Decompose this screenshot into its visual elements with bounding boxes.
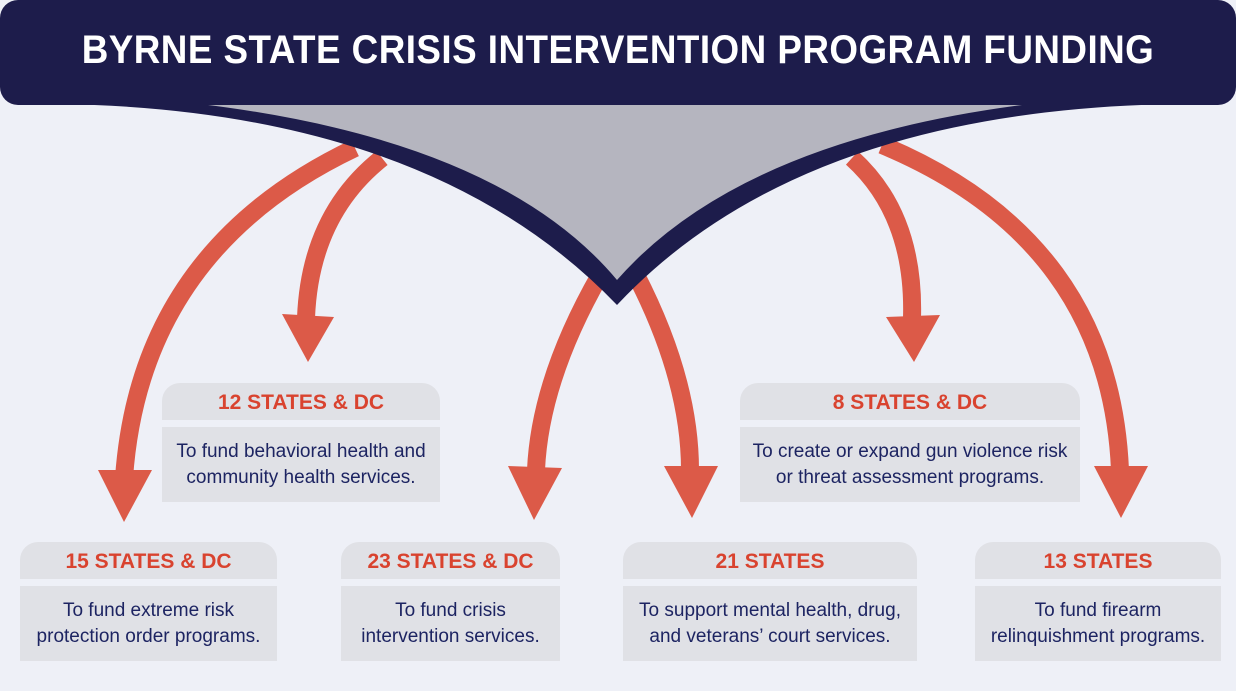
- card-8-states: 8 STATES & DC To create or expand gun vi…: [740, 383, 1080, 502]
- arrowhead-icon: [886, 315, 940, 362]
- card-heading: 15 STATES & DC: [20, 542, 277, 579]
- card-text: To create or expand gun violence risk or…: [740, 427, 1080, 502]
- card-text: To support mental health, drug, and vete…: [623, 586, 917, 661]
- card-heading: 21 STATES: [623, 542, 917, 579]
- card-15-states: 15 STATES & DC To fund extreme risk prot…: [20, 542, 277, 661]
- card-12-states: 12 STATES & DC To fund behavioral health…: [162, 383, 440, 502]
- card-13-states: 13 STATES To fund firearm relinquishment…: [975, 542, 1221, 661]
- arrowhead-icon: [508, 466, 562, 520]
- card-text: To fund firearm relinquishment programs.: [975, 586, 1221, 661]
- card-heading: 8 STATES & DC: [740, 383, 1080, 420]
- arrow-to-12-states: [297, 150, 388, 319]
- card-text: To fund extreme risk protection order pr…: [20, 586, 277, 661]
- card-heading: 23 STATES & DC: [341, 542, 560, 579]
- arrow-to-13-states: [878, 136, 1129, 471]
- arrow-to-15-states: [115, 139, 359, 479]
- card-heading: 13 STATES: [975, 542, 1221, 579]
- card-heading: 12 STATES & DC: [162, 383, 440, 420]
- arrow-to-23-states: [527, 270, 608, 471]
- arrow-to-21-states: [627, 270, 699, 471]
- card-text: To fund crisis intervention services.: [341, 586, 560, 661]
- arrow-to-8-states: [845, 151, 922, 319]
- title-banner: [0, 0, 1236, 105]
- card-21-states: 21 STATES To support mental health, drug…: [623, 542, 917, 661]
- arrowhead-icon: [282, 314, 334, 362]
- page-title: BYRNE STATE CRISIS INTERVENTION PROGRAM …: [81, 28, 1155, 72]
- arrowhead-icon: [664, 466, 718, 518]
- card-text: To fund behavioral health and community …: [162, 427, 440, 502]
- card-23-states: 23 STATES & DC To fund crisis interventi…: [341, 542, 560, 661]
- funnel: [200, 104, 1030, 280]
- arrowhead-icon: [98, 470, 152, 522]
- arrowhead-icon: [1094, 466, 1148, 518]
